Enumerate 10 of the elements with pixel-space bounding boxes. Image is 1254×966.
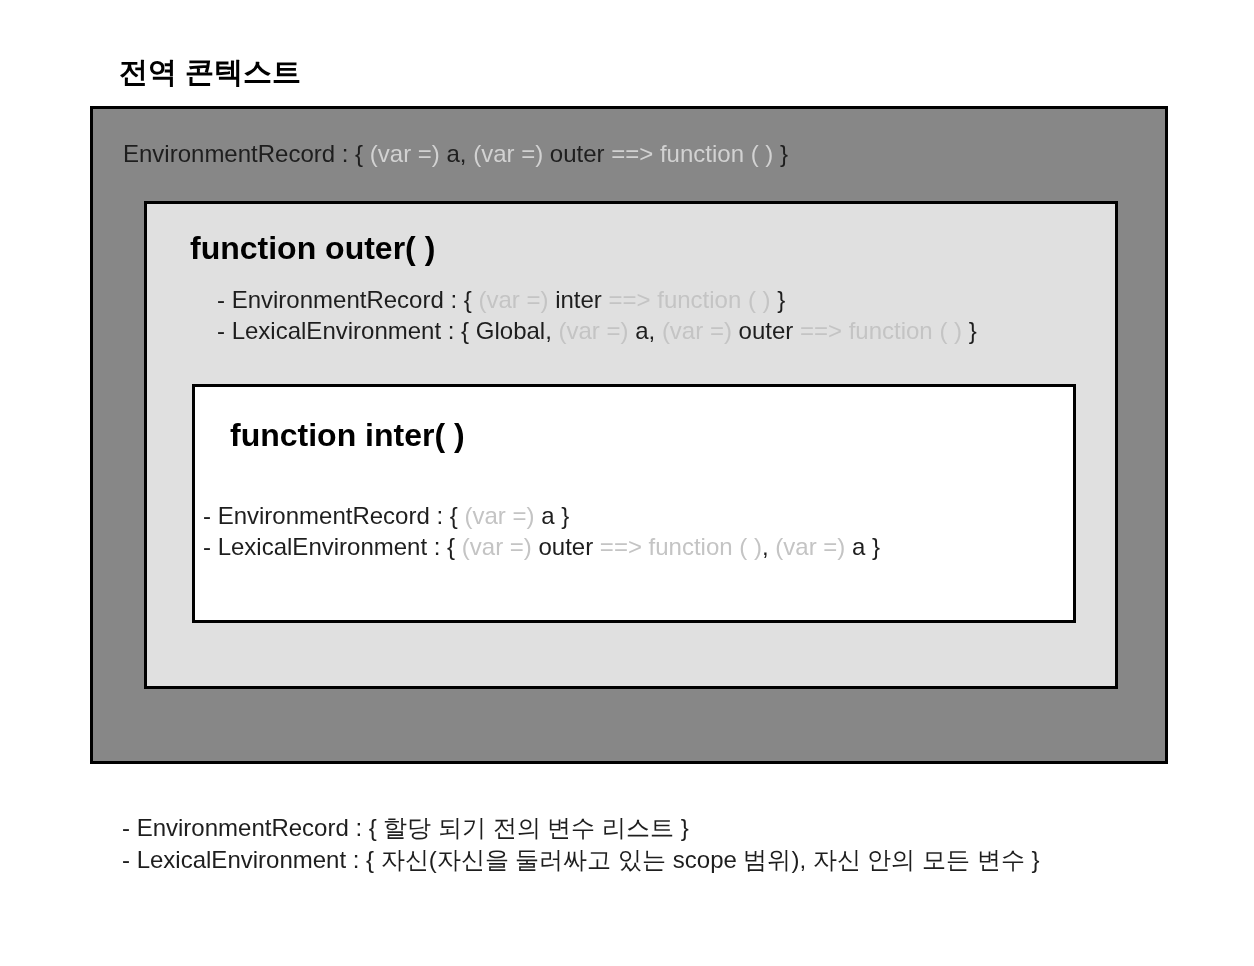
note-text: - EnvironmentRecord : { 할당 되기 전의 변수 리스트 } <box>122 813 689 843</box>
function-scope-box <box>192 384 1076 623</box>
scope-text: - LexicalEnvironment : { (var =) outer ==> function ( ), (var =) a } <box>203 532 880 562</box>
heading: function inter( ) <box>230 416 465 455</box>
scope-text: EnvironmentRecord : { (var =) a, (var =) outer ==> function ( ) } <box>123 139 788 169</box>
function-scope-box <box>144 201 1118 689</box>
scope-text: - EnvironmentRecord : { (var =) a } <box>203 501 570 531</box>
note-text: - LexicalEnvironment : { 자신(자신을 둘러싸고 있는 scope 범위), 자신 안의 모든 변수 } <box>122 845 1040 875</box>
heading: 전역 콘텍스트 <box>119 55 302 90</box>
heading: function outer( ) <box>190 229 436 268</box>
